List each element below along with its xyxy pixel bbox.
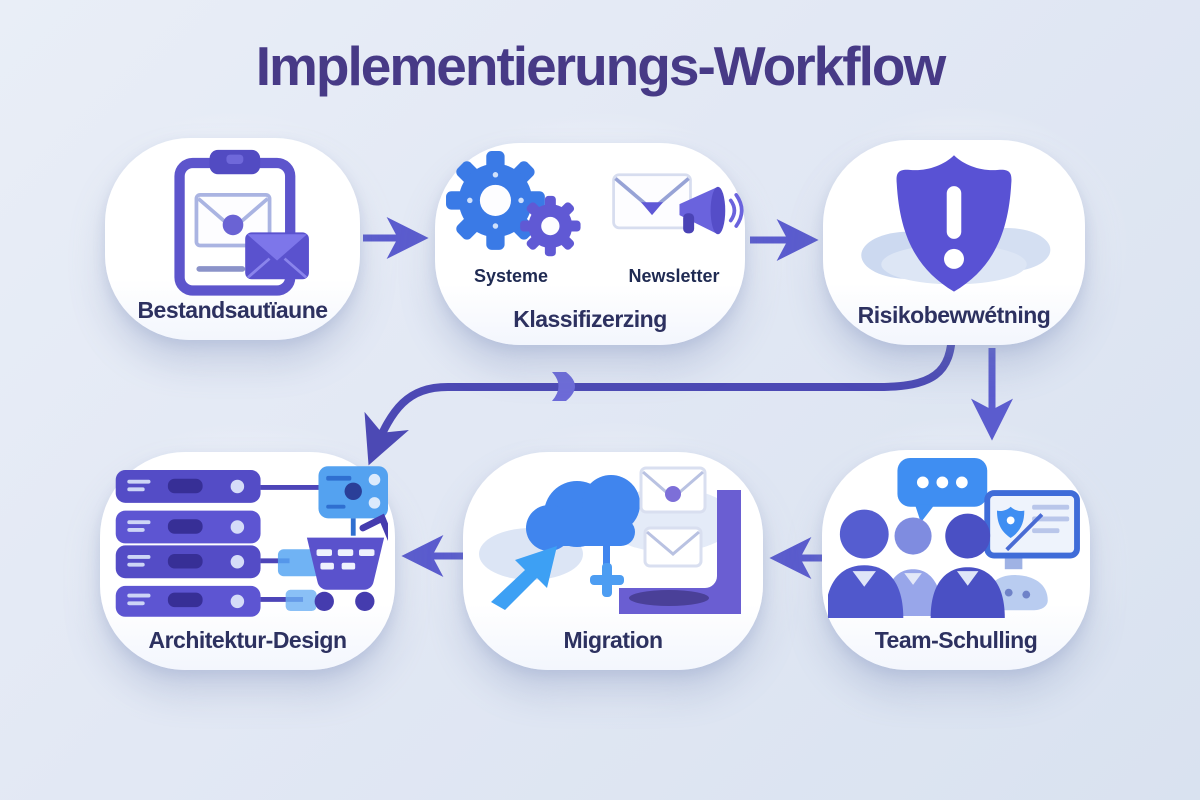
- node-label-risikobewertung: Risikobewwétning: [857, 302, 1051, 328]
- workflow-node-klassifizierung: Systeme Newsl: [435, 143, 745, 345]
- arrow-flow-chevron-icon: [552, 372, 575, 401]
- gears-icon: [436, 151, 586, 264]
- workflow-node-team-schulung: Team-Schulling: [822, 450, 1090, 670]
- page-title: Implementierungs-Workflow: [255, 35, 947, 97]
- sub-label-newsletter: Newsletter: [628, 266, 720, 286]
- cloud-upload-icon: [463, 462, 763, 620]
- node-label-klassifizierung: Klassifizerzing: [513, 306, 667, 332]
- node-label-migration: Migration: [563, 627, 664, 653]
- node-label-architektur-design: Architektur-Design: [148, 627, 347, 653]
- sub-label-systeme: Systeme: [473, 266, 549, 286]
- clipboard-mail-icon: [105, 148, 360, 298]
- node-label-team-schulung: Team-Schulling: [874, 627, 1038, 653]
- server-cart-icon: [100, 464, 395, 619]
- alert-shield-icon: [823, 148, 1085, 298]
- workflow-node-architektur-design: Architektur-Design: [100, 452, 395, 670]
- node-label-bestandsaufnahme: Bestandsautïaune: [137, 297, 328, 323]
- newsletter-megaphone-icon: [604, 151, 744, 264]
- workflow-node-migration: Migration: [463, 452, 763, 670]
- arrow-risikobewertung-to-architektur-design: [364, 326, 956, 466]
- team-training-icon: [822, 456, 1090, 618]
- workflow-node-bestandsaufnahme: Bestandsautïaune: [105, 138, 360, 340]
- workflow-node-risikobewertung: Risikobewwétning: [823, 140, 1085, 345]
